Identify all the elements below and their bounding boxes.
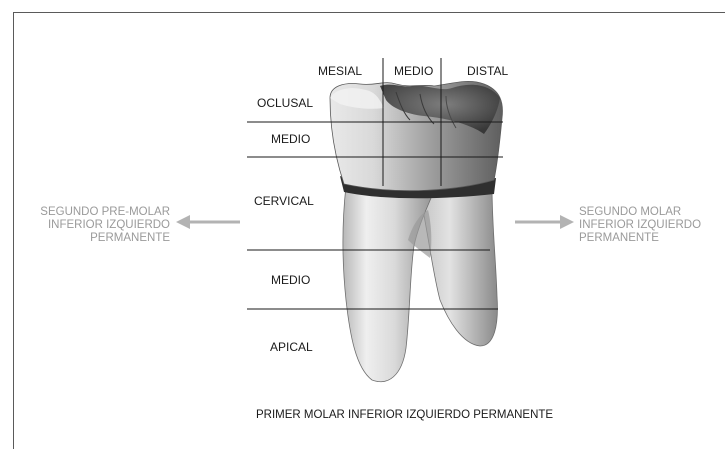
left-arrow-head	[176, 215, 190, 229]
label-medio-root: MEDIO	[271, 274, 310, 287]
figure-caption: PRIMER MOLAR INFERIOR IZQUIERDO PERMANEN…	[256, 409, 553, 422]
label-mesial: MESIAL	[318, 65, 362, 78]
left-neighbor-line-1: SEGUNDO PRE-MOLAR	[40, 206, 170, 218]
right-arrow-head	[560, 215, 574, 229]
label-oclusal: OCLUSAL	[257, 97, 313, 110]
right-neighbor-line-1: SEGUNDO MOLAR	[579, 206, 681, 218]
right-neighbor-line-2: INFERIOR IZQUIERDO	[579, 219, 701, 231]
label-distal: DISTAL	[467, 65, 508, 78]
label-cervical: CERVICAL	[254, 195, 314, 208]
label-medio-column: MEDIO	[394, 65, 433, 78]
right-neighbor-line-3: PERMANENTE	[579, 232, 659, 244]
label-apical: APICAL	[270, 341, 313, 354]
label-medio-crown: MEDIO	[271, 133, 310, 146]
distal-root	[418, 186, 497, 346]
left-neighbor-line-2: INFERIOR IZQUIERDO	[48, 219, 170, 231]
left-neighbor-line-3: PERMANENTE	[90, 232, 170, 244]
